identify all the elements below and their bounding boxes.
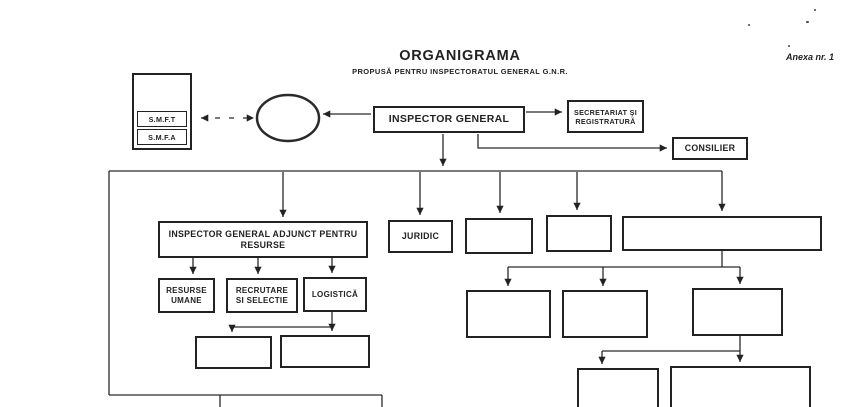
recrutare-label-line2: SI SELECTIE — [235, 295, 289, 305]
juridic-label: JURIDIC — [401, 231, 440, 241]
empty-box-bottom-2 — [670, 366, 811, 407]
smf-t-label: S.M.F.T — [148, 114, 176, 124]
page-title-block: ORGANIGRAMA PROPUSĂ PENTRU INSPECTORATUL… — [290, 48, 630, 76]
secretariat-box: SECRETARIAT ŞI REGISTRATURĂ — [567, 100, 644, 133]
secretariat-label-line1: SECRETARIAT ŞI — [573, 107, 638, 117]
inspector-general-box: INSPECTOR GENERAL — [373, 106, 525, 133]
inspector-general-label: INSPECTOR GENERAL — [388, 112, 510, 125]
page-title: ORGANIGRAMA — [399, 48, 521, 64]
empty-box-logistics-sub-2 — [280, 335, 370, 368]
empty-wide-box — [622, 216, 822, 251]
resurse-umane-box: RESURSE UMANE — [158, 278, 215, 313]
annex-note: Anexa nr. 1 — [785, 52, 834, 62]
empty-box-r3 — [692, 288, 783, 336]
empty-box-2 — [546, 215, 612, 252]
node-ellipse — [255, 93, 321, 143]
adjunct-resurse-box: INSPECTOR GENERAL ADJUNCT PENTRU RESURSE — [158, 221, 368, 258]
empty-box-bottom-1 — [577, 368, 659, 407]
empty-box-1 — [465, 218, 533, 254]
resurse-umane-label-line1: RESURSE — [166, 285, 207, 295]
recrutare-label-line1: RECRUTARE — [235, 285, 289, 295]
smf-group-box: S.M.F.T S.M.F.A — [132, 73, 192, 150]
empty-box-r2 — [562, 290, 648, 338]
scan-artifact-dot — [806, 21, 809, 23]
scan-artifact-dot — [814, 9, 816, 11]
adjunct-label-line1: INSPECTOR GENERAL ADJUNCT PENTRU — [168, 228, 358, 239]
consilier-box: CONSILIER — [672, 137, 748, 160]
juridic-box: JURIDIC — [388, 220, 453, 253]
smf-t-box: S.M.F.T — [137, 111, 187, 127]
smf-a-label: S.M.F.A — [148, 132, 176, 142]
empty-box-r1 — [466, 290, 551, 338]
ig-to-consilier-arrow — [477, 134, 667, 152]
empty-box-logistics-sub-1 — [195, 336, 272, 369]
page-subtitle: PROPUSĂ PENTRU INSPECTORATUL GENERAL G.N… — [352, 67, 568, 76]
logistica-label: LOGISTICĂ — [311, 289, 359, 299]
scan-artifact-dot — [788, 45, 790, 47]
adjunct-label-line2: RESURSE — [240, 239, 286, 250]
logistica-box: LOGISTICĂ — [303, 277, 367, 312]
recrutare-box: RECRUTARE SI SELECTIE — [226, 278, 298, 313]
smf-a-box: S.M.F.A — [137, 129, 187, 145]
consilier-label: CONSILIER — [684, 143, 736, 153]
scan-artifact-dot — [748, 24, 750, 26]
secretariat-label-line2: REGISTRATURĂ — [575, 116, 636, 126]
resurse-umane-label-line2: UMANE — [171, 295, 202, 305]
